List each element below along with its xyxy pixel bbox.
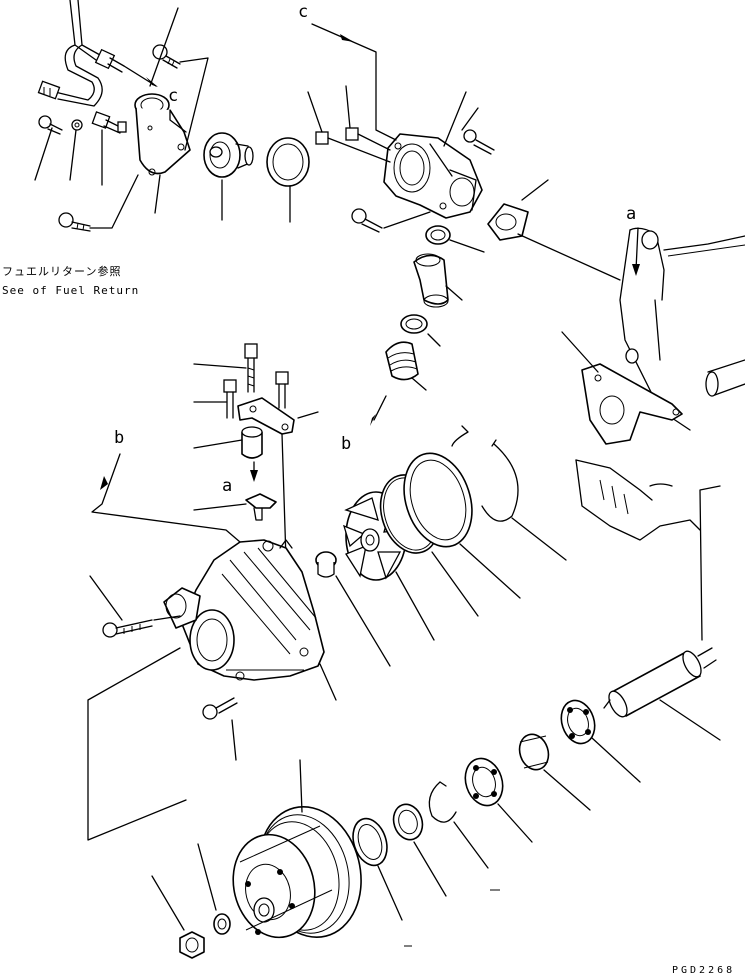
fuel-return-note-jp: フュエルリターン参照 xyxy=(2,265,122,278)
bottom-bolt-fuel xyxy=(58,212,91,232)
oil-seal xyxy=(392,803,424,841)
bearing-spacer xyxy=(518,733,550,771)
drain-cock xyxy=(245,493,277,521)
outlet-housing xyxy=(383,133,483,219)
outlet-stud-2 xyxy=(345,127,391,151)
reference-label-a-top: a xyxy=(626,204,637,224)
pump-cover-gasket xyxy=(403,452,473,548)
reference-label-a-middle: a xyxy=(222,476,233,496)
outlet-bolt-lower xyxy=(351,208,383,233)
small-bolt-left xyxy=(38,115,63,135)
reference-label-b-left: b xyxy=(114,428,125,448)
short-bolt-left xyxy=(223,379,237,419)
thermostat-seal-ring xyxy=(266,137,310,187)
leader-lines-pulley xyxy=(151,759,500,947)
thermostat xyxy=(203,132,254,178)
drawing-code: PGD2268 xyxy=(672,965,736,976)
fuel-return-note-en: See of Fuel Return xyxy=(2,284,140,297)
tube-end-connector xyxy=(37,80,61,100)
snap-ring-large xyxy=(481,439,519,522)
reference-label-c-top: c xyxy=(298,2,309,22)
pulley-nut xyxy=(179,931,205,959)
water-seal-plug xyxy=(315,551,337,578)
bellows-hose xyxy=(385,341,419,381)
leader-lines-middle xyxy=(193,363,319,561)
pump-bolt-left xyxy=(102,619,153,638)
hose-clamp-lower xyxy=(400,314,428,334)
reference-label-c-small: c xyxy=(168,86,179,106)
outlet-bolt-right xyxy=(463,129,495,155)
fan-pulley xyxy=(232,806,362,939)
pulley-washer xyxy=(213,913,231,935)
snap-ring-bearing xyxy=(428,781,457,823)
water-pump-body xyxy=(163,539,325,681)
pump-shaft xyxy=(603,647,717,718)
elbow-hose xyxy=(413,253,449,308)
reference-label-b-middle: b xyxy=(341,434,352,454)
long-bolt xyxy=(244,343,258,393)
washer-left xyxy=(71,119,83,131)
fuel-return-tube xyxy=(54,0,103,107)
leader-lines-right xyxy=(517,227,721,641)
mounting-plate xyxy=(237,397,295,435)
leader-lines-impeller xyxy=(335,517,567,667)
sensor-fitting xyxy=(91,111,127,134)
leader-lines-shaft xyxy=(377,699,721,921)
snap-ring-small xyxy=(451,425,469,447)
spacer-sleeve xyxy=(241,426,263,459)
hose-clamp-upper xyxy=(425,225,451,245)
thermostat-housing xyxy=(134,93,191,176)
mounting-bracket-gasket xyxy=(581,363,683,445)
leader-lines-top-left xyxy=(34,7,291,229)
ball-bearing-outer xyxy=(464,757,504,807)
pump-bolt-lower xyxy=(202,697,238,720)
tube-connector-fitting xyxy=(94,48,125,73)
outlet-gasket xyxy=(487,203,529,241)
leader-lines-pump xyxy=(87,453,337,841)
ball-bearing-inner xyxy=(560,699,596,745)
leader-lines-top-center xyxy=(307,23,549,426)
short-bolt-right xyxy=(275,371,289,409)
